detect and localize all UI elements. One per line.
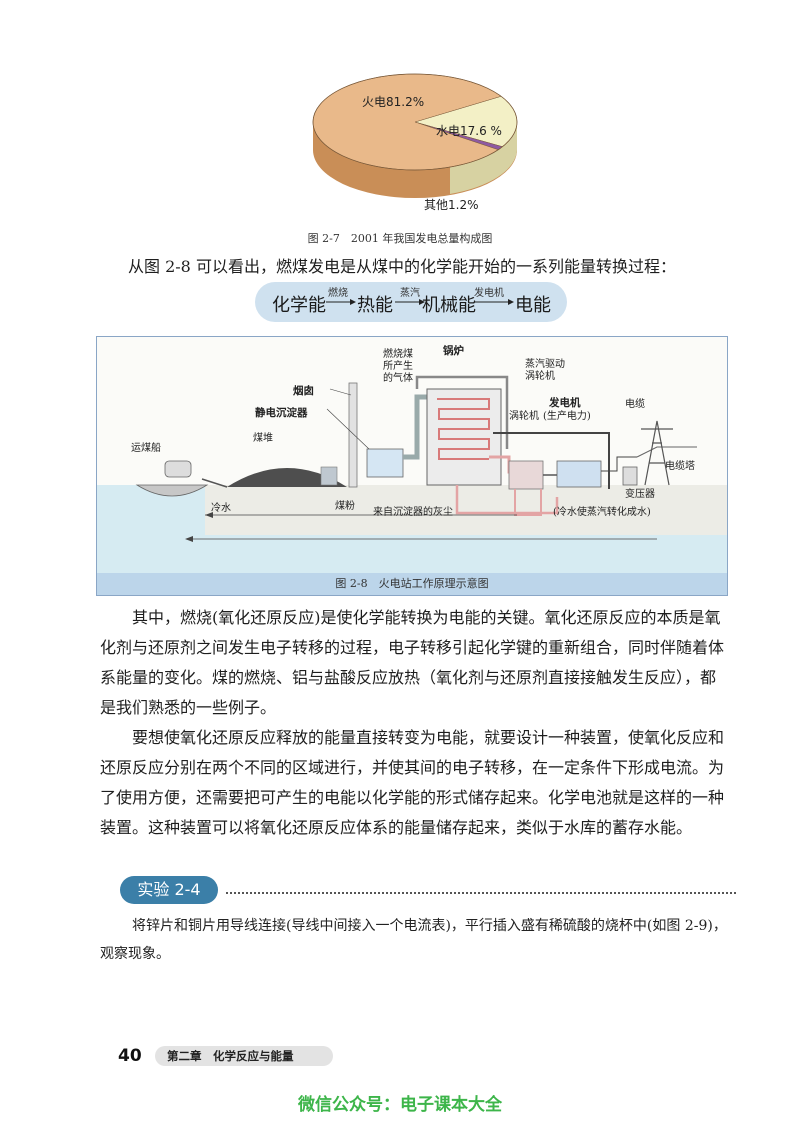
flow-arrow-label-burn: 燃烧 — [328, 288, 348, 299]
label-cold-water: 冷水 — [211, 503, 231, 514]
label-chimney: 烟囱 — [293, 385, 314, 397]
label-turbine: 涡轮机 — [509, 411, 539, 422]
paragraph-1: 其中，燃烧(氧化还原反应)是使化学能转换为电能的关键。氧化还原反应的本质是氧化剂… — [100, 608, 725, 717]
power-plant-illustration — [97, 375, 727, 573]
experiment-text: 将锌片和铜片用导线连接(导线中间接入一个电流表)，平行插入盛有稀硫酸的烧杯中(如… — [100, 918, 727, 962]
pie-chart — [300, 60, 530, 220]
generator-shape — [556, 460, 602, 488]
flow-term-heat: 热能 — [357, 295, 393, 316]
chimney-shape — [348, 382, 358, 488]
intro-text: 从图 2-8 可以看出，燃煤发电是从煤中的化学能开始的一系列能量转换过程： — [128, 257, 676, 276]
paragraph-2: 要想使氧化还原反应释放的能量直接转变为电能，就要设计一种装置，使氧化反应和还原反… — [100, 728, 725, 837]
coal-ship-hull — [135, 484, 209, 497]
label-coal-pile: 煤堆 — [253, 433, 273, 444]
label-precipitator: 静电沉淀器 — [255, 407, 308, 419]
label-boiler: 锅炉 — [443, 345, 464, 357]
label-gas: 燃烧煤 所产生 的气体 — [383, 349, 413, 384]
flow-arrow-label-generator: 发电机 — [474, 288, 504, 299]
pie-label-other: 其他1.2% — [424, 198, 479, 212]
label-generator: 发电机 — [549, 397, 581, 409]
label-transformer: 变压器 — [625, 489, 655, 500]
label-condense-note: (冷水使蒸汽转化成水) — [553, 507, 651, 518]
flow-arrow-label-steam: 蒸汽 — [400, 288, 420, 299]
experiment-divider — [226, 882, 736, 894]
ground — [205, 485, 727, 535]
experiment-title: 实验 2-4 — [120, 876, 218, 904]
precipitator-shape — [366, 448, 404, 478]
diagram-caption-bar: 图 2-8 火电站工作原理示意图 — [97, 573, 727, 595]
watermark: 微信公众号：电子课本大全 — [298, 1095, 502, 1115]
page-number: 40 — [118, 1046, 142, 1066]
pie-caption: 图 2-7 2001 年我国发电总量构成图 — [307, 232, 493, 245]
chapter-title: 第二章 化学反应与能量 — [155, 1046, 333, 1066]
coal-pile-shape — [227, 468, 347, 487]
pie-label-thermal: 火电81.2% — [362, 95, 425, 109]
flow-arrow-1 — [326, 299, 356, 305]
label-coal-powder: 煤粉 — [335, 501, 355, 512]
label-steam-turbine: 蒸汽驱动 涡轮机 — [525, 359, 565, 382]
label-ash: 来自沉淀器的灰尘 — [373, 507, 453, 518]
label-tower: 电缆塔 — [665, 461, 695, 472]
pie-outline — [312, 73, 518, 171]
turbine-shape — [508, 460, 544, 490]
diagram-caption: 图 2-8 火电站工作原理示意图 — [335, 577, 489, 590]
flow-arrow-2 — [395, 299, 425, 305]
label-cable: 电缆 — [625, 399, 645, 410]
flow-term-chemical: 化学能 — [272, 295, 326, 316]
flow-arrow-3 — [474, 299, 514, 305]
cable-tower-shape — [641, 420, 673, 486]
flow-term-electric: 电能 — [515, 295, 551, 316]
label-generator-note: (生产电力) — [543, 411, 591, 422]
power-plant-diagram: 烟囱 静电沉淀器 煤堆 运煤船 燃烧煤 所产生 的气体 锅炉 蒸汽驱动 涡轮机 … — [96, 336, 728, 596]
pie-chart-svg — [312, 73, 518, 198]
flow-term-mechanical: 机械能 — [422, 295, 476, 316]
coal-ship-cabin — [164, 460, 192, 478]
label-coal-ship: 运煤船 — [131, 443, 161, 454]
pie-label-hydro: 水电17.6 % — [436, 124, 502, 138]
